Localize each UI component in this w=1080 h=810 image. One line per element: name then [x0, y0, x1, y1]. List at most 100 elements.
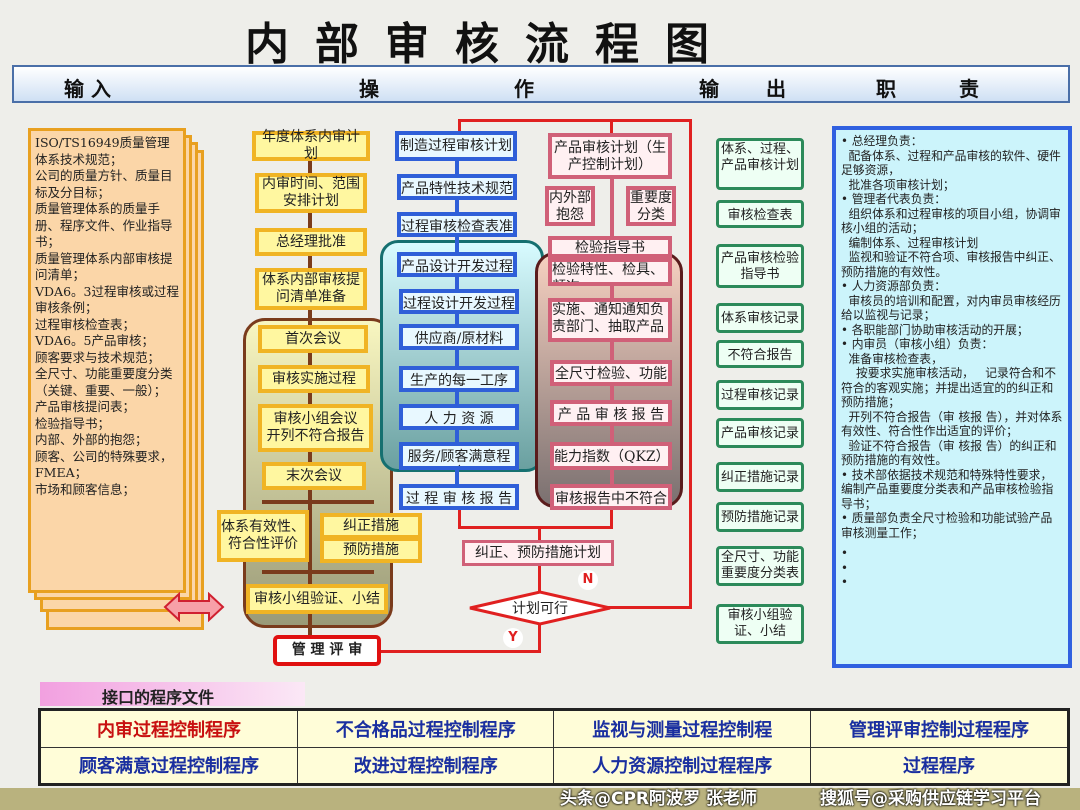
input-item: ISO/TS16949质量管理体系技术规范；: [35, 135, 170, 167]
red-line: [458, 526, 613, 529]
resp-line: •: [841, 560, 848, 575]
output-record: 不符合报告: [716, 340, 804, 368]
product-step: 审核报告中不符合项: [550, 484, 672, 510]
resp-line: 按要求实施审核活动， 记录符合和不符合的客观实施；并提出适宜的的纠正和预防措施；: [841, 366, 1057, 409]
table-cell: 内审过程控制程序: [39, 709, 298, 748]
red-line: [689, 119, 692, 609]
resp-line: •: [841, 546, 848, 560]
flow-step: 首次会议: [258, 325, 368, 353]
table-cell: 人力资源控制过程程序: [553, 746, 812, 785]
corrective-plan: 纠正、预防措施计划: [462, 540, 614, 566]
no-label: N: [578, 570, 598, 590]
flow-step: 纠正措施: [320, 513, 422, 539]
table-row: 内审过程控制程序 不合格品过程控制程序 监视与测量过程控制程 管理评审控制过程程…: [39, 709, 1069, 748]
output-record: 产品审核记录: [716, 418, 804, 448]
resp-line: • 管理者代表负责：: [841, 192, 947, 206]
yes-label: Y: [503, 628, 523, 648]
header-op1: 操: [359, 77, 379, 101]
header-input: 输 入: [64, 77, 111, 101]
output-record: 纠正措施记录: [716, 462, 804, 492]
process-step: 过程审核检查表准备: [397, 212, 517, 237]
header-out1: 输: [699, 77, 719, 101]
input-item: 顾客要求与技术规范；: [35, 349, 161, 365]
resp-line: 组织体系和过程审核的项目小组，协调审核小组的活动；: [841, 206, 1061, 236]
branch-line: [262, 500, 374, 504]
output-record: 审核检查表: [716, 200, 804, 228]
flow-step: 总经理批准: [255, 228, 367, 256]
decision-diamond: [469, 590, 611, 626]
product-step: 产品审核计划（生产控制计划）: [548, 133, 672, 179]
table-cell: 管理评审控制过程程序: [810, 709, 1069, 748]
interface-docs-table: 内审过程控制程序 不合格品过程控制程序 监视与测量过程控制程 管理评审控制过程程…: [38, 708, 1070, 786]
flow-step: 年度体系内审计划: [252, 129, 370, 162]
flow-step: 审核小组会议 开列不符合报告: [258, 404, 373, 452]
process-step: 过 程 审 核 报 告: [399, 484, 519, 510]
output-record: 体系、过程、产品审核计划: [716, 138, 804, 190]
product-step: 检验指导书: [548, 236, 672, 258]
table-cell: 监视与测量过程控制程: [553, 709, 812, 748]
process-step: 生产的每一工序: [399, 366, 519, 392]
resp-line: 审核员的培训和配置，对内审员审核经历给以监视与记录；: [841, 293, 1061, 323]
header-out2: 出: [766, 77, 786, 101]
interface-docs-label: 接口的程序文件: [40, 682, 305, 707]
resp-line: •: [841, 575, 848, 589]
resp-line: 编制体系、过程审核计划: [841, 235, 979, 250]
resp-line: • 内审员（审核小组）负责：: [841, 337, 994, 351]
system-flow-line: [308, 150, 312, 640]
table-cell: 不合格品过程控制程序: [296, 709, 555, 748]
table-cell: 改进过程控制程序: [296, 746, 555, 785]
flow-step: 末次会议: [262, 462, 366, 490]
input-item: 检验指导书；: [35, 415, 111, 431]
process-step: 供应商/原材料: [399, 324, 519, 350]
input-item: 内部、外部的抱怨；: [35, 432, 148, 447]
process-step: 过程设计开发过程: [399, 289, 519, 314]
column-header-bar: 输 入 操 作 输 出 职 责: [12, 65, 1070, 103]
input-item: 顾客、公司的特殊要求，FMEA；: [35, 448, 173, 481]
double-arrow-icon: [163, 592, 225, 622]
product-step: 产 品 审 核 报 告: [550, 400, 672, 426]
process-audit-region: [380, 240, 544, 472]
red-line: [458, 508, 461, 528]
output-record: 审核小组验证、小结: [716, 604, 804, 644]
responsibilities-panel: • 总经理负责： 配备体系、过程和产品审核的软件、硬件足够资源， 批准各项审核计…: [832, 126, 1072, 668]
red-line: [538, 624, 541, 652]
output-record: 预防措施记录: [716, 502, 804, 532]
flow-step: 预防措施: [320, 537, 422, 563]
input-item: 质量管理体系的质量手册、程序文件、作业指导书；: [35, 201, 173, 249]
product-step: 能力指数（QKZ）: [550, 442, 672, 470]
red-line: [610, 119, 613, 137]
process-flow-line: [455, 150, 459, 490]
flow-step: 审核实施过程: [258, 365, 370, 393]
product-step: 实施、通知通知负责部门、抽取产品: [548, 298, 672, 342]
decision-label: 计划可行: [512, 601, 568, 617]
table-cell: 顾客满意过程控制程序: [39, 746, 298, 785]
output-record: 过程审核记录: [716, 380, 804, 410]
input-item: 产品审核提问表；: [35, 399, 136, 414]
product-step: 重要度分类: [626, 186, 676, 226]
input-documents: ISO/TS16949质量管理体系技术规范； 公司的质量方针、质量目标及分目标；…: [28, 128, 186, 593]
red-line: [610, 508, 613, 528]
resp-line: • 人力资源部负责：: [841, 279, 947, 293]
input-item: 质量管理体系内部审核提问清单；: [35, 250, 173, 283]
product-step: 检验特性、检具、频次: [548, 258, 672, 286]
header-op2: 作: [514, 77, 534, 101]
red-top-line: [458, 119, 692, 122]
flow-step: 体系有效性、符合性评价: [217, 510, 309, 562]
process-step: 人 力 资 源: [399, 404, 519, 430]
process-step: 制造过程审核计划: [395, 131, 517, 161]
product-step: 内外部抱怨: [545, 186, 595, 226]
input-item: 过程审核检查表；: [35, 316, 136, 332]
resp-line: 监视和验证不符合项、审核报告中纠正、预防措施的有效性。: [841, 250, 1061, 279]
output-record: 体系审核记录: [716, 303, 804, 333]
table-row: 顾客满意过程控制程序 改进过程控制程序 人力资源控制过程程序 过程程序: [39, 746, 1069, 785]
flow-step: 内审时间、范围安排计划: [255, 173, 367, 213]
input-item: 公司的质量方针、质量目标及分目标；: [35, 168, 173, 200]
red-line: [380, 650, 541, 653]
input-item: VDA6。5产品审核；: [35, 333, 154, 348]
flow-step: 体系内部审核提问清单准备: [255, 268, 367, 310]
input-item: 全尺寸、功能重要度分类（关键、重要、一般）；: [35, 366, 173, 398]
input-item: 市场和顾客信息；: [35, 481, 136, 497]
resp-line: 准备审核检查表，: [841, 351, 943, 366]
watermark: 头条@CPR阿波罗 张老师: [560, 789, 757, 809]
red-line: [608, 606, 692, 609]
